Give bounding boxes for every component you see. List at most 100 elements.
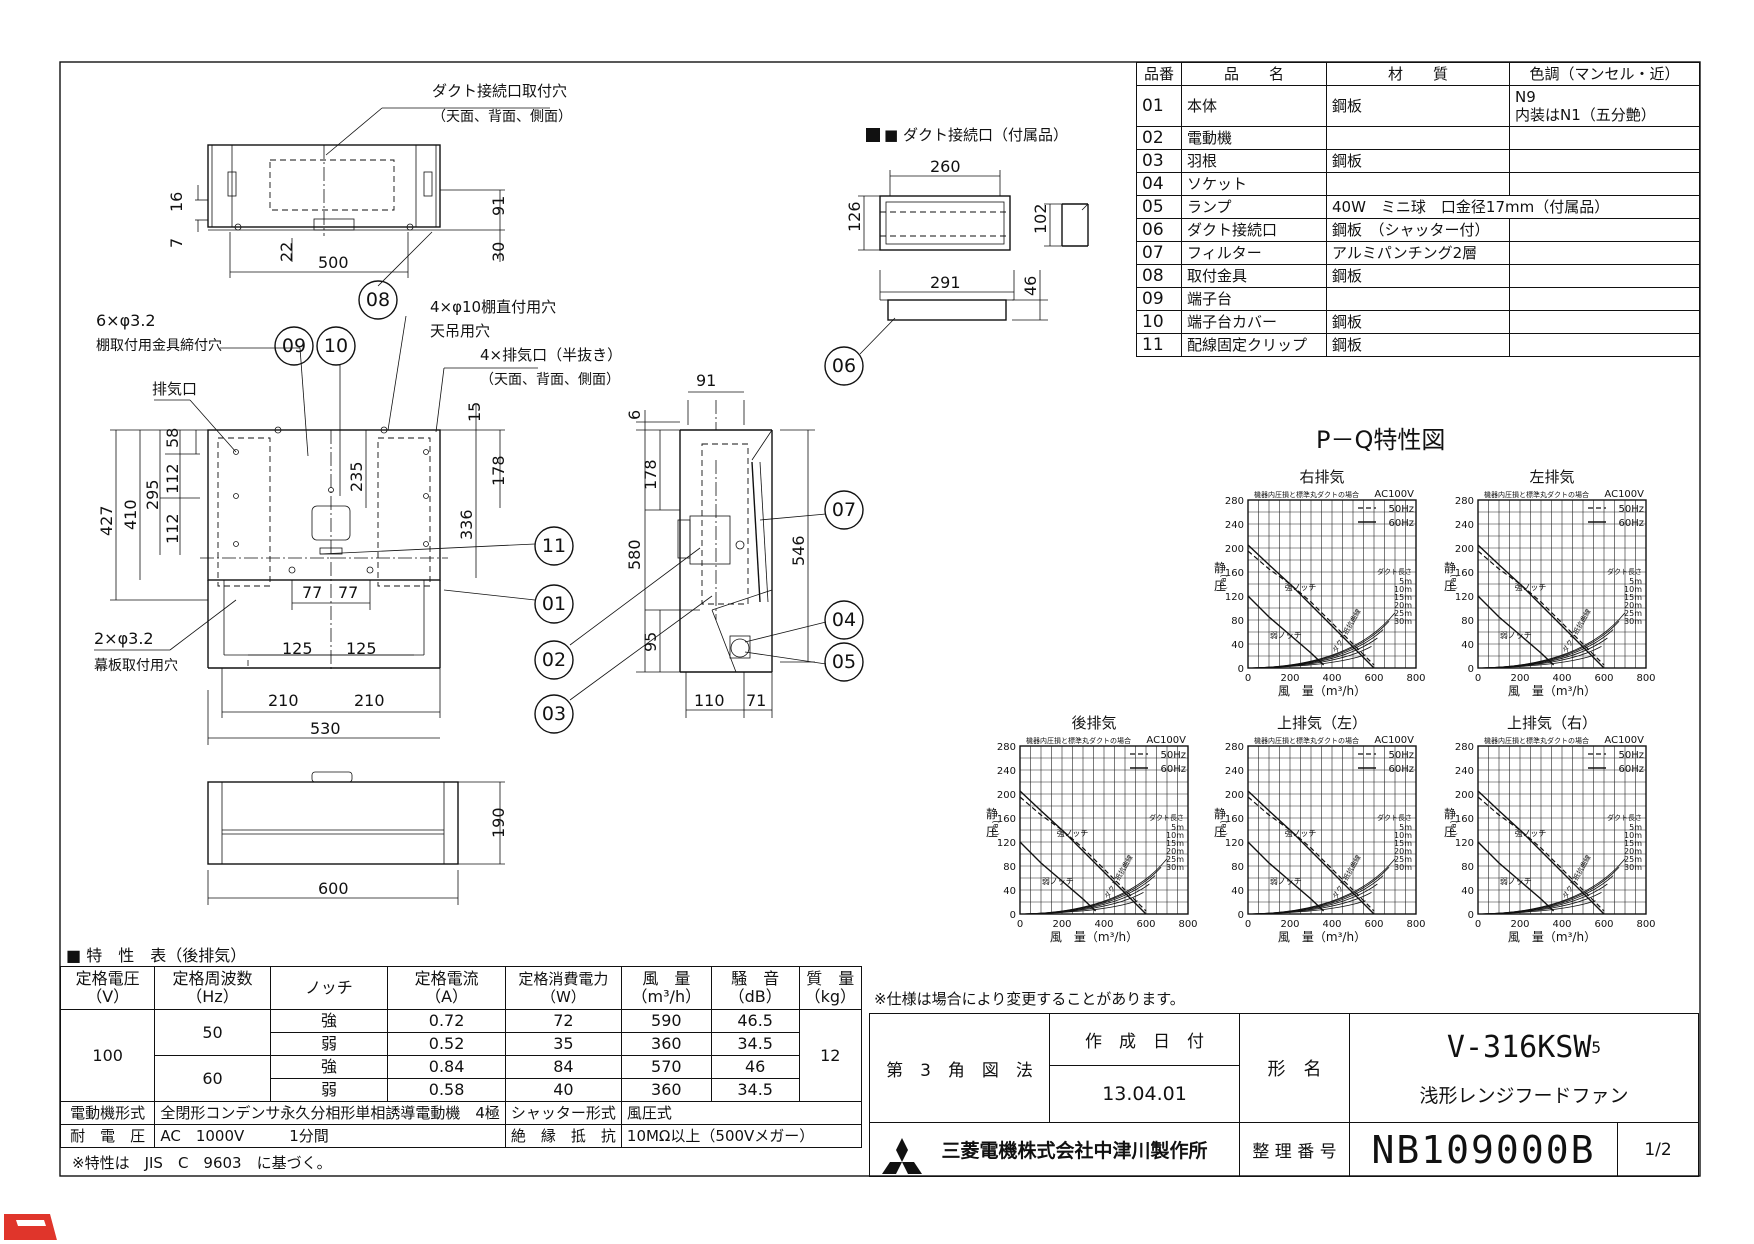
balloon-11: 11 xyxy=(534,526,574,566)
note-holes-2: 2×φ3.2 xyxy=(94,629,154,648)
y-label: 圧 xyxy=(986,825,998,839)
pq-curve xyxy=(1477,544,1605,669)
y-tick-label: 80 xyxy=(1231,616,1244,627)
strong-notch-label: 強ノッチ xyxy=(1515,582,1547,592)
svg-text:600: 600 xyxy=(318,879,349,898)
top-view xyxy=(207,144,441,236)
svg-text:04: 04 xyxy=(832,609,856,631)
svg-text:30: 30 xyxy=(489,242,508,262)
svg-text:291: 291 xyxy=(930,273,961,292)
drawing-number: NB109000B xyxy=(1350,1122,1618,1176)
duct-length-label: 20m xyxy=(1394,847,1412,856)
y-tick-label: 80 xyxy=(1461,616,1474,627)
balloon-01: 01 xyxy=(534,584,574,624)
y-unit: (Pa) xyxy=(1219,820,1228,836)
svg-text:95: 95 xyxy=(641,632,660,652)
x-tick-label: 0 xyxy=(1017,919,1023,930)
voltage-label: AC100V xyxy=(1374,489,1414,500)
pq-curve xyxy=(1477,550,1605,666)
svg-text:110: 110 xyxy=(694,691,725,710)
note-exhaust: 排気口 xyxy=(152,380,197,398)
svg-text:15: 15 xyxy=(465,402,484,422)
y-unit: (Pa) xyxy=(1219,574,1228,590)
duct-length-label: 10m xyxy=(1624,585,1642,594)
y-unit: (Pa) xyxy=(1449,574,1458,590)
svg-text:210: 210 xyxy=(268,691,299,710)
company-name: 三菱電機株式会社中津川製作所 xyxy=(870,1122,1240,1176)
weak-notch-label: 弱ノッチ xyxy=(1500,877,1532,886)
header-note: 機器内圧損と標準丸ダクトの場合 xyxy=(1026,736,1131,745)
voltage-label: AC100V xyxy=(1604,489,1644,500)
svg-text:77: 77 xyxy=(338,583,358,602)
x-tick-label: 800 xyxy=(1178,919,1197,930)
x-label: 風 量（m³/h） xyxy=(1508,684,1596,698)
x-tick-label: 800 xyxy=(1636,673,1655,684)
x-tick-label: 0 xyxy=(1475,673,1481,684)
pq-weak-curve xyxy=(1477,841,1555,912)
svg-text:02: 02 xyxy=(542,649,566,671)
y-label: 圧 xyxy=(1444,825,1456,839)
x-tick-label: 600 xyxy=(1594,673,1613,684)
balloon-04: 04 xyxy=(824,600,864,640)
y-tick-label: 0 xyxy=(1238,664,1244,675)
x-tick-label: 200 xyxy=(1510,673,1529,684)
y-tick-label: 40 xyxy=(1231,886,1244,897)
note-duct-holes: ダクト接続口取付穴 xyxy=(432,82,567,100)
x-tick-label: 400 xyxy=(1094,919,1113,930)
y-label: 圧 xyxy=(1214,825,1226,839)
pq-curve xyxy=(1247,544,1375,669)
svg-text:11: 11 xyxy=(542,535,566,557)
legend-60: 60Hz xyxy=(1619,518,1645,529)
duct-length-label: 10m xyxy=(1394,831,1412,840)
duct-resistance-curve xyxy=(1247,654,1366,669)
duct-resistance-curve xyxy=(1019,900,1138,915)
pq-curve xyxy=(1247,550,1375,666)
y-tick-label: 120 xyxy=(1455,838,1474,849)
x-tick-label: 0 xyxy=(1245,919,1251,930)
y-tick-label: 80 xyxy=(1231,862,1244,873)
pq-curve xyxy=(1477,790,1605,915)
duct-resistance-curve xyxy=(1477,654,1596,669)
voltage-label: AC100V xyxy=(1604,735,1644,746)
pq-curve xyxy=(1247,790,1375,915)
pq-weak-curve xyxy=(1019,841,1097,912)
legend-50: 50Hz xyxy=(1161,750,1187,761)
plot-frame xyxy=(1247,499,1417,669)
svg-text:336: 336 xyxy=(457,509,476,540)
y-tick-label: 200 xyxy=(997,790,1016,801)
duct-length-label: 5m xyxy=(1629,577,1642,586)
duct-length-label: 15m xyxy=(1166,839,1184,848)
svg-text:6: 6 xyxy=(625,410,644,420)
parts-table-header: 品番 品 名 材 質 色調（マンセル・近） xyxy=(1136,62,1700,86)
x-tick-label: 600 xyxy=(1364,919,1383,930)
side-view xyxy=(677,400,773,673)
x-tick-label: 400 xyxy=(1322,919,1341,930)
duct-length-label: 30m xyxy=(1166,863,1184,872)
y-label: 圧 xyxy=(1444,579,1456,593)
chart-title: 左排気 xyxy=(1529,468,1574,486)
spec-table: 定格電圧 （V） 定格周波数 （Hz） ノッチ 定格電流 （A） 定格消費電力 … xyxy=(59,966,863,1148)
svg-text:178: 178 xyxy=(489,455,508,486)
chart-title: 後排気 xyxy=(1071,714,1116,732)
duct-resistance-curve xyxy=(1247,900,1366,915)
svg-text:71: 71 xyxy=(746,691,766,710)
y-tick-label: 240 xyxy=(997,766,1016,777)
pq-curve xyxy=(1477,796,1605,912)
note-exhaust-4: 4×排気口（半抜き） xyxy=(480,346,622,364)
svg-text:178: 178 xyxy=(641,459,660,490)
duct-length-title: ダクト長さ xyxy=(1149,813,1184,822)
duct-resistance-curve xyxy=(1477,858,1626,915)
y-tick-label: 0 xyxy=(1468,664,1474,675)
duct-resistance-curve xyxy=(1477,612,1626,669)
y-tick-label: 0 xyxy=(1238,910,1244,921)
legend-60: 60Hz xyxy=(1389,518,1415,529)
y-tick-label: 280 xyxy=(997,742,1016,753)
bottom-view xyxy=(207,771,459,865)
x-tick-label: 200 xyxy=(1052,919,1071,930)
leader-duct-holes xyxy=(325,107,383,156)
